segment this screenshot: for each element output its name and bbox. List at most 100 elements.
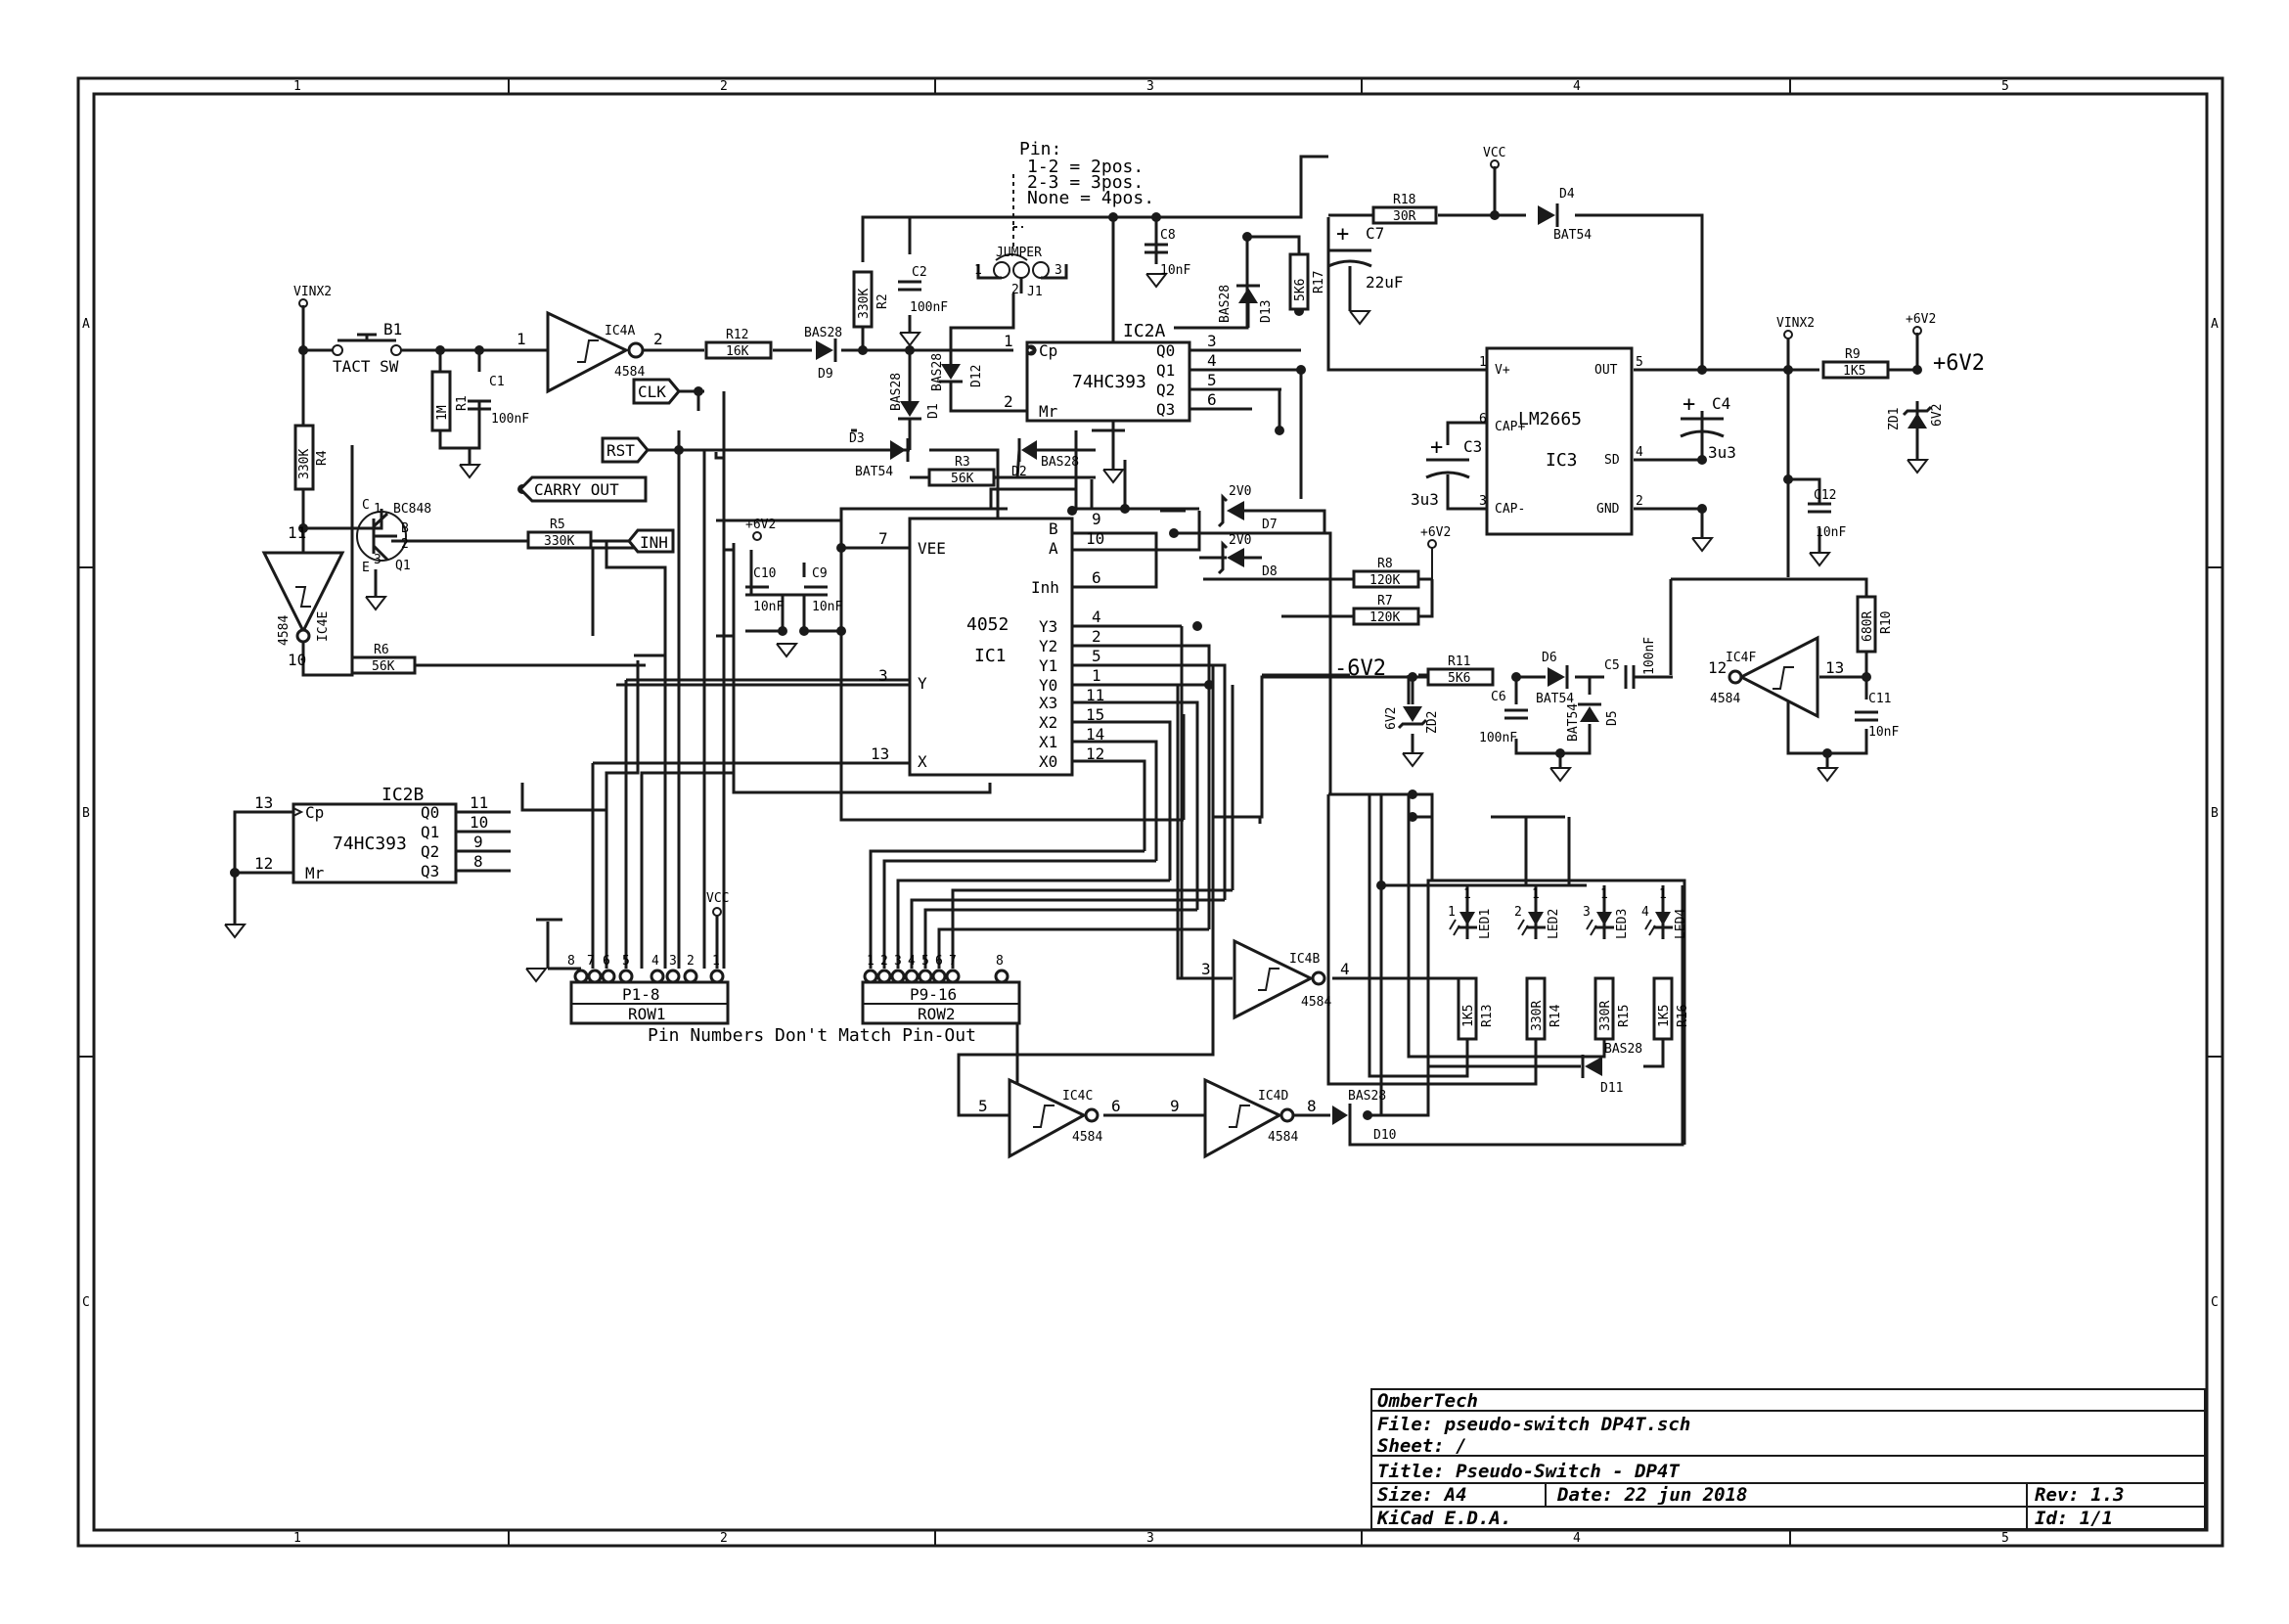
ground-symbol [1349, 310, 1372, 326]
svg-text:BAS28: BAS28 [1218, 285, 1233, 323]
svg-text:12: 12 [1708, 658, 1727, 677]
svg-text:+: + [1336, 222, 1349, 247]
connector-p9-row2[interactable]: P9-16 ROW2 1 2 3 4 5 6 7 8 [861, 954, 1021, 1025]
counter-ic2b: IC2B 74HC393 Cp Mr Q0 Q1 Q2 Q3 13 12 11 … [233, 785, 511, 925]
svg-text:CLK: CLK [638, 383, 666, 401]
svg-text:2V0: 2V0 [1229, 484, 1251, 499]
title-block: OmberTech File: pseudo-switch DP4T.sch S… [1370, 1388, 2206, 1530]
diode-d10: BAS28 D10 [1332, 1089, 1396, 1143]
diode-d12: BAS28 D12 [930, 293, 1027, 413]
svg-text:5K6: 5K6 [1293, 279, 1308, 301]
svg-text:E: E [362, 561, 370, 575]
svg-text:12: 12 [254, 854, 273, 873]
vinx2-flag-left: VINX2 [293, 285, 332, 328]
ground-symbol [525, 968, 549, 983]
svg-text:BAS28: BAS28 [804, 326, 842, 340]
svg-text:4: 4 [908, 954, 916, 969]
svg-text:3: 3 [878, 666, 888, 685]
col-label-2-bottom: 2 [720, 1531, 728, 1546]
svg-text:11: 11 [288, 523, 306, 542]
row-label-a-right: A [2211, 317, 2219, 332]
svg-text:LED2: LED2 [1547, 909, 1561, 939]
b1-ref: B1 [383, 320, 402, 338]
svg-text:D3: D3 [849, 431, 865, 446]
svg-text:D7: D7 [1262, 518, 1278, 532]
svg-text:2: 2 [1004, 392, 1013, 411]
inverter-ic4c: IC4C 4584 5 6 [978, 1077, 1121, 1159]
ground-symbol [365, 596, 388, 611]
col-label-3-top: 3 [1146, 79, 1154, 94]
capacitor-c7: C7 22uF + [1327, 222, 1404, 311]
svg-text:3: 3 [1201, 960, 1211, 978]
ground-symbol [1549, 767, 1573, 783]
svg-text:5: 5 [978, 1097, 988, 1115]
svg-text:VINX2: VINX2 [293, 285, 332, 299]
svg-text:P9-16: P9-16 [910, 985, 957, 1004]
svg-text:10nF: 10nF [812, 600, 842, 614]
svg-text:R8: R8 [1377, 557, 1393, 571]
svg-text:330R: 330R [1598, 1001, 1613, 1031]
svg-text:680R: 680R [1861, 611, 1875, 642]
svg-text:D4: D4 [1559, 187, 1575, 202]
svg-text:8: 8 [996, 954, 1004, 969]
svg-text:1: 1 [974, 263, 982, 278]
svg-text:3: 3 [374, 553, 382, 567]
svg-text:8: 8 [473, 852, 483, 871]
svg-text:14: 14 [1086, 725, 1104, 744]
svg-text:R3: R3 [955, 455, 970, 470]
svg-text:X1: X1 [1039, 733, 1057, 751]
svg-text:1K5: 1K5 [1657, 1005, 1672, 1027]
title-title: Title: Pseudo-Switch - DP4T [1377, 1461, 1680, 1482]
svg-text:JUMPER: JUMPER [996, 246, 1042, 260]
row-label-b-left: B [82, 806, 90, 821]
svg-text:4584: 4584 [614, 365, 645, 380]
capacitor-c11: C11 10nF [1855, 692, 1899, 740]
svg-text:BAS28: BAS28 [1604, 1042, 1642, 1057]
svg-text:1: 1 [1004, 332, 1013, 350]
svg-text:1: 1 [1092, 666, 1101, 685]
junctions [230, 210, 1922, 1120]
diode-d9: BAS28 D9 [804, 326, 842, 382]
regulator-ic3: LM2665 IC3 V+ OUT CAP+ SD CAP- GND 1 5 6… [1479, 346, 1643, 536]
resistor-r2: 330K R2 [852, 270, 890, 329]
svg-text:6V2: 6V2 [1384, 707, 1399, 730]
svg-text:LED1: LED1 [1478, 909, 1493, 939]
svg-text:LM2665: LM2665 [1518, 409, 1582, 429]
svg-text:A: A [1049, 539, 1058, 558]
svg-text:4: 4 [1092, 608, 1101, 626]
p6v2-flag-ic1: +6V2 [745, 518, 776, 541]
svg-text:6: 6 [1207, 390, 1217, 409]
diode-d5: BAT54 D5 [1566, 702, 1620, 742]
svg-text:R7: R7 [1377, 594, 1393, 609]
svg-text:2-3 = 3pos.: 2-3 = 3pos. [1027, 172, 1144, 193]
svg-text:100nF: 100nF [1642, 637, 1657, 675]
svg-text:11: 11 [1086, 686, 1104, 704]
svg-text:R1: R1 [455, 395, 470, 411]
svg-text:5: 5 [1636, 355, 1643, 370]
resistor-r3: 56K R3 [910, 455, 1017, 487]
svg-text:2: 2 [880, 954, 888, 969]
connector-p1-row1[interactable]: P1-8 ROW1 8 7 6 5 4 3 2 1 [567, 954, 730, 1025]
svg-text:Mr: Mr [305, 864, 325, 882]
svg-text:ROW1: ROW1 [628, 1005, 666, 1023]
svg-text:5: 5 [1207, 371, 1217, 389]
svg-text:VEE: VEE [918, 539, 946, 558]
net-label-carry-out: CARRY OUT [517, 475, 648, 503]
resistor-r18: 30R R18 [1328, 193, 1438, 225]
svg-text:R13: R13 [1480, 1005, 1495, 1027]
led-led1: LED1 1 1 [1448, 887, 1493, 939]
svg-text:Y2: Y2 [1039, 637, 1057, 655]
jumper-j1[interactable]: JUMPER J1 1 2 3 [974, 174, 1068, 299]
svg-text:IC1: IC1 [974, 646, 1007, 666]
resistor-r11: 5K6 R11 [1426, 654, 1495, 687]
svg-text:C10: C10 [753, 566, 776, 581]
svg-text:10nF: 10nF [753, 600, 784, 614]
capacitor-c10: C10 10nF [745, 566, 784, 614]
svg-text:D6: D6 [1542, 651, 1557, 665]
svg-text:1K5: 1K5 [1843, 364, 1865, 379]
svg-text:9: 9 [1092, 510, 1101, 528]
svg-text:10: 10 [470, 813, 488, 832]
inverter-ic4e: 11 10 4584 IC4E [261, 523, 345, 669]
capacitor-c12: C12 10nF [1808, 488, 1846, 540]
svg-text:4052: 4052 [966, 614, 1009, 635]
